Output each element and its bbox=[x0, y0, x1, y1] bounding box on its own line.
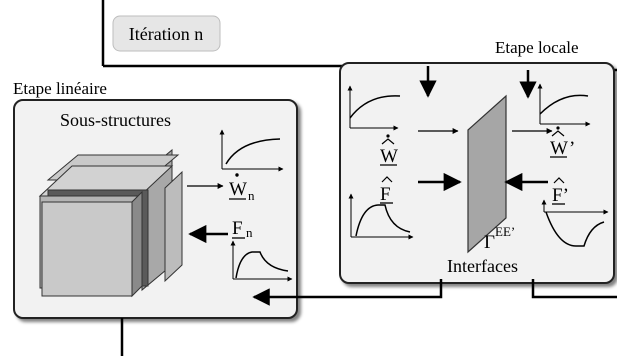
label-w-n-text: W bbox=[229, 179, 247, 200]
label-f-hat-prime: F’ bbox=[552, 177, 569, 206]
graph-f-hat-prime bbox=[541, 199, 609, 247]
label-w-n: W n bbox=[229, 173, 255, 203]
substructure-cube bbox=[38, 148, 183, 298]
label-gamma: Γ EE’ bbox=[484, 224, 515, 253]
label-w-hat-prime: W ’ bbox=[550, 126, 575, 159]
flow-line-right-out bbox=[531, 279, 617, 299]
interface-plane bbox=[467, 94, 507, 254]
label-f-n-sub: n bbox=[246, 225, 253, 240]
label-w-hat: W bbox=[380, 134, 398, 167]
graph-f-n bbox=[230, 240, 293, 282]
iteration-badge: Itération n bbox=[112, 15, 221, 52]
label-f-hat: F bbox=[380, 176, 393, 205]
label-f-hat-text: F bbox=[380, 184, 391, 205]
label-f-hat-prime-text: F’ bbox=[552, 185, 569, 206]
label-gamma-sup: EE’ bbox=[495, 224, 515, 239]
label-f-n-text: F bbox=[232, 218, 243, 239]
linear-box-title: Sous-structures bbox=[60, 110, 171, 130]
label-w-hat-text: W bbox=[380, 146, 398, 167]
iteration-label: Itération n bbox=[129, 24, 203, 44]
label-gamma-text: Γ bbox=[484, 232, 495, 253]
graph-w-hat-prime bbox=[537, 83, 591, 127]
graph-f-hat bbox=[348, 193, 414, 240]
local-stage-title: Etape locale bbox=[495, 38, 579, 57]
graph-w-hat bbox=[347, 85, 401, 131]
linear-stage-title: Etape linéaire bbox=[13, 79, 107, 98]
label-w-n-sub: n bbox=[248, 188, 255, 203]
flow-arrow-to-linear bbox=[252, 279, 443, 306]
interfaces-label: Interfaces bbox=[447, 256, 518, 276]
label-w-hat-prime-mark: ’ bbox=[569, 138, 575, 159]
label-w-hat-prime-text: W bbox=[550, 138, 568, 159]
graph-w-n bbox=[219, 129, 284, 172]
label-f-n: F n bbox=[232, 218, 253, 240]
